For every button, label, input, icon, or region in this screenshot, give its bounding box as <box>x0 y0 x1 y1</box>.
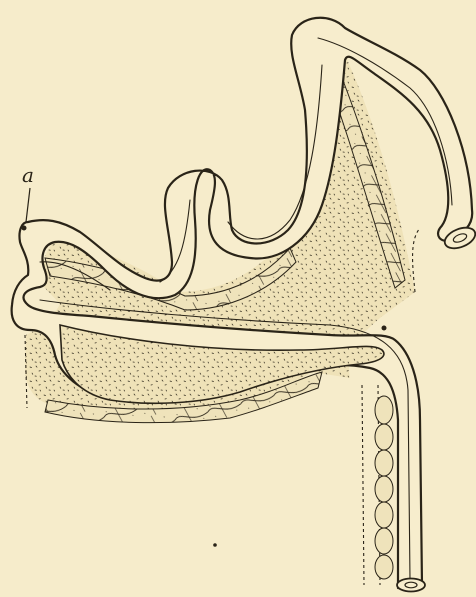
label-a-leader <box>26 188 30 222</box>
junction-mark <box>382 326 387 331</box>
label-a: a <box>22 163 34 187</box>
label-a-point <box>22 226 27 231</box>
mesentery-dashed-edge-right <box>413 228 420 292</box>
mesentery-dashed-stalk-left <box>362 385 364 585</box>
stalk-vessel-chain <box>375 396 393 579</box>
tube-end-bottom <box>397 579 425 592</box>
stray-dot <box>213 543 217 547</box>
